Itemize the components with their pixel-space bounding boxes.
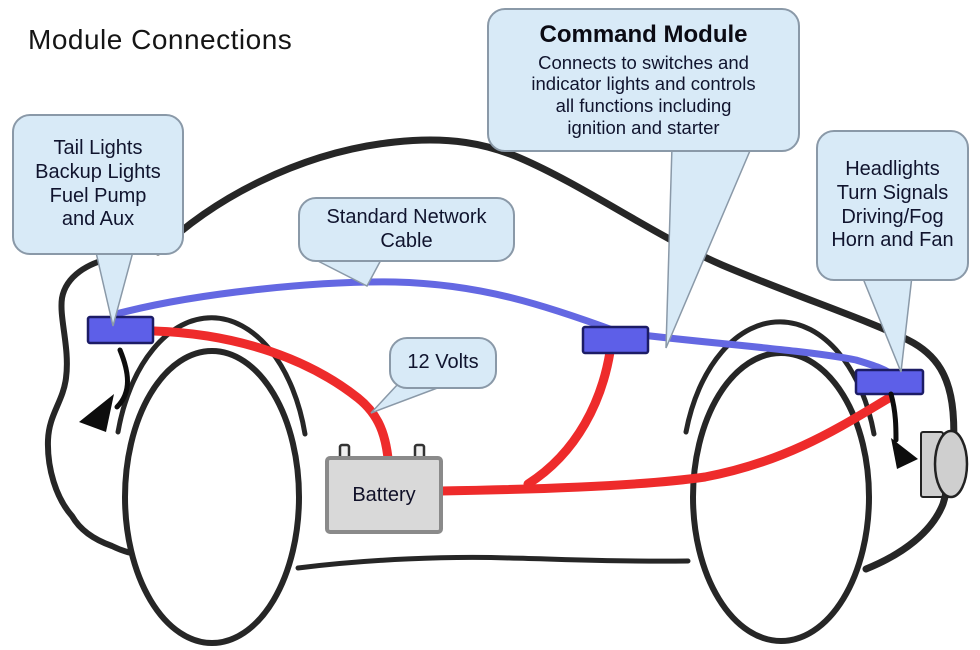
callout-line: indicator lights and controls [531,73,756,95]
callout-line: and Aux [61,208,135,231]
power-wire-front-module [436,393,894,496]
front-arrow-stem [888,391,899,443]
rear-wheel [122,348,302,646]
callout-line: Tail Lights [53,137,143,160]
command-module-box [581,325,650,355]
callout-line: 12 Volts [407,351,479,374]
callout-command-module: Command Module Connects to switches and … [487,8,800,152]
callout-line: Driving/Fog [841,205,944,228]
callout-tail-lights: Tail Lights Backup Lights Fuel Pump and … [12,114,184,255]
network-cable-wire [112,278,896,379]
front-wheel [690,350,872,644]
callout-headlights: Headlights Turn Signals Driving/Fog Horn… [816,130,969,281]
callout-network-cable: Standard Network Cable [298,197,515,262]
callout-12-volts: 12 Volts [389,337,497,389]
power-wire-tail-module [149,326,394,475]
rear-wheel-arch [115,315,308,437]
page-title: Module Connections [28,24,293,55]
callout-line: Backup Lights [35,160,161,183]
callout-line: Fuel Pump [49,184,147,207]
callout-line: Connects to switches and [538,51,749,73]
callout-line: Standard Network [326,205,487,228]
callout-line: Cable [380,229,433,252]
battery-box [325,456,443,534]
callout-line: Horn and Fan [831,229,954,252]
headlights-module [854,368,925,396]
rear-arrow-head [79,394,114,432]
callout-line: Headlights [845,158,940,181]
battery-label: Battery [352,483,416,506]
tail-lights-module [86,315,155,345]
callout-title: Command Module [539,21,748,49]
headlight-lamp-lens [933,429,969,499]
callout-line: all functions including [555,95,732,117]
callout-line: ignition and starter [567,116,720,138]
power-wire-command-module [523,347,615,489]
command-callout-tail [665,145,754,349]
callout-line: Turn Signals [836,181,949,204]
rear-arrow-stem [114,347,130,410]
car-rear-outline [44,255,153,559]
car-bottom-outline [295,554,691,571]
front-arrow-head [891,438,918,469]
